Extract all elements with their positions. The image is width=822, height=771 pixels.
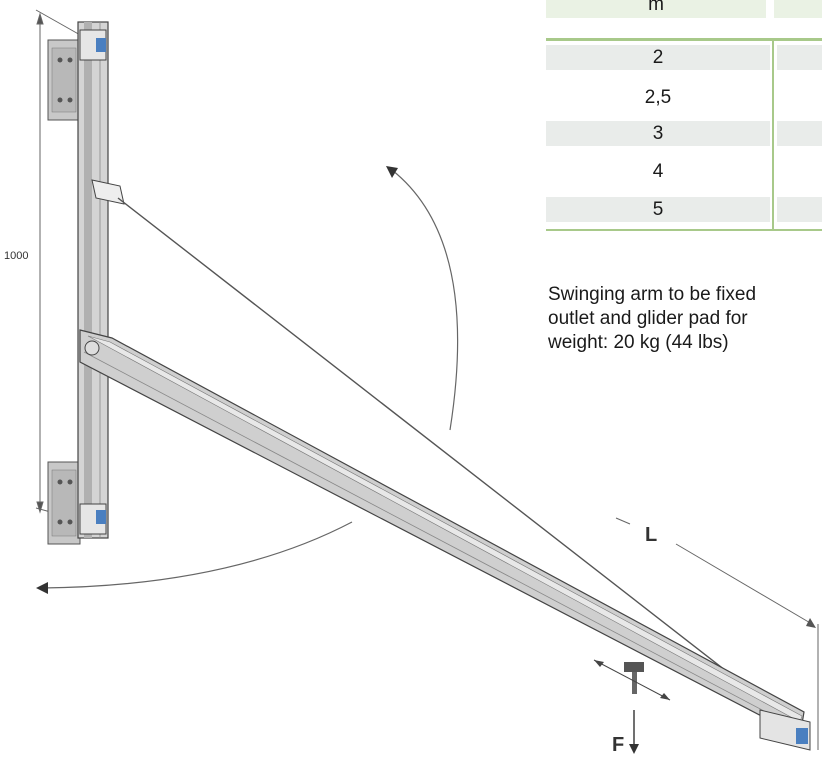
table-row-value (777, 121, 822, 146)
table-row: 5 (546, 197, 770, 222)
tie-rod (117, 197, 785, 717)
table-bottom-rule (546, 229, 822, 231)
length-dimension-label: L (645, 524, 658, 546)
force-arrow (629, 710, 639, 754)
table-header-right (774, 0, 822, 18)
table-header-unit: m (546, 0, 766, 18)
table-row: 4 (652, 161, 664, 182)
upper-wall-bracket (47, 39, 81, 121)
rotation-arrow-upper (386, 166, 459, 431)
description-line: Swinging arm to be fixed (548, 284, 757, 305)
force-label: F (612, 734, 625, 756)
glider-pad (593, 659, 671, 701)
table-row-value (777, 45, 822, 70)
arm-end-cap (759, 709, 811, 751)
height-dimension-label: 1000 (4, 250, 29, 262)
table-column-divider (772, 41, 774, 229)
vertical-rail (77, 21, 109, 539)
lower-wall-bracket (47, 461, 81, 545)
swinging-arm (79, 329, 805, 737)
table-row: 2,5 (644, 87, 672, 108)
table-row: 2 (546, 45, 770, 70)
tie-plate (91, 179, 125, 205)
table-row: 3 (546, 121, 770, 146)
description-line: weight: 20 kg (44 lbs) (548, 332, 729, 353)
product-description: Swinging arm to be fixed outlet and glid… (548, 283, 822, 355)
rotation-arrow-lower (36, 521, 353, 594)
table-row-value (777, 197, 822, 222)
table-top-rule (546, 38, 822, 41)
length-dimension (615, 517, 819, 750)
description-line: outlet and glider pad for (548, 308, 748, 329)
